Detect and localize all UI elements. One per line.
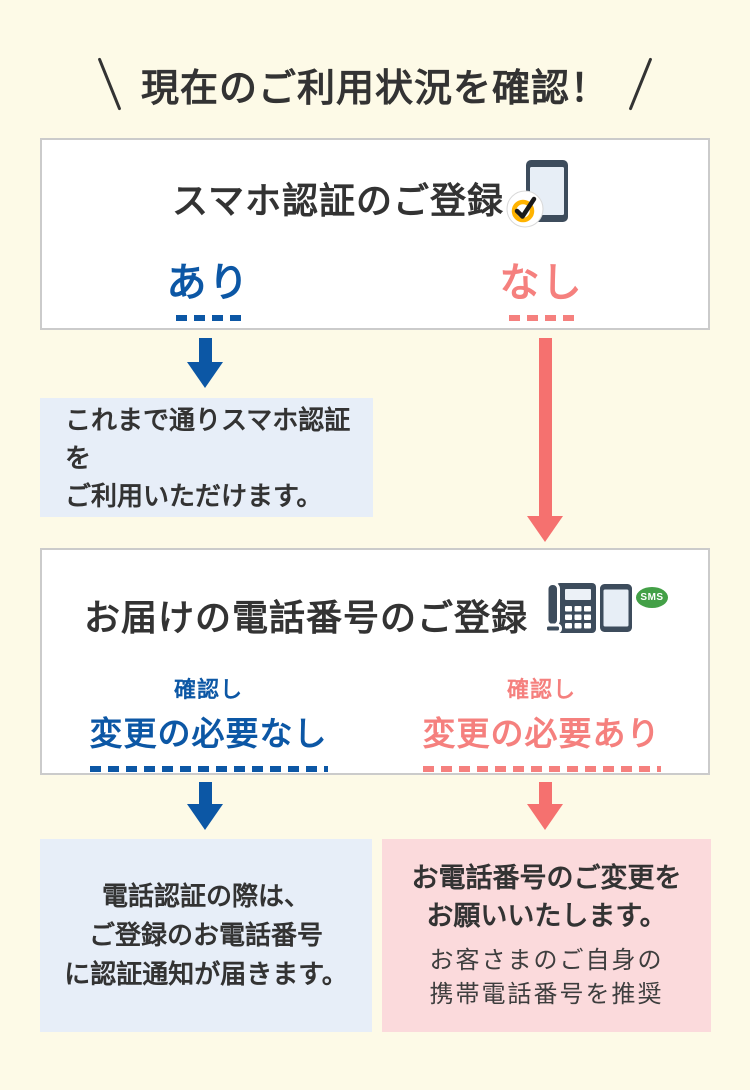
option-change-needed: 確認し 変更の必要あり bbox=[375, 672, 708, 772]
option-change-underline bbox=[422, 766, 661, 772]
smartphone-auth-registration-box: スマホ認証のご登録 あり なし bbox=[40, 138, 710, 330]
result-keep-line2: ご利用いただけます。 bbox=[65, 480, 323, 511]
option-registered-label: あり bbox=[166, 261, 251, 305]
option-registered-underline bbox=[175, 315, 242, 321]
option-change-main: 変更の必要あり bbox=[422, 715, 661, 752]
page-title: 現在のご利用状況を確認！ bbox=[140, 67, 609, 110]
phone-icons-group: SMS bbox=[544, 581, 668, 635]
box2-options: 確認し 変更の必要なし 確認し 変更の必要あり bbox=[42, 672, 708, 772]
option-no-change-top: 確認し bbox=[173, 677, 243, 702]
result-phone-auth-notice: 電話認証の際は、 ご登録のお電話番号 に認証通知が届きます。 bbox=[40, 839, 372, 1032]
arrow-down-blue-registered bbox=[187, 338, 223, 388]
sms-badge: SMS bbox=[636, 587, 668, 608]
result-phone-line3: に認証通知が届きます。 bbox=[64, 959, 348, 989]
box1-options: あり なし bbox=[42, 250, 708, 321]
landline-phone-icon bbox=[544, 582, 596, 634]
box1-header: スマホ認証のご登録 bbox=[42, 160, 708, 228]
arrow-down-blue-no-change bbox=[187, 782, 223, 830]
emphasis-slash-icon bbox=[628, 57, 653, 111]
option-not-registered-underline bbox=[508, 315, 575, 321]
arrow-down-pink-change bbox=[527, 782, 563, 830]
option-registered: あり bbox=[42, 250, 375, 321]
option-not-registered: なし bbox=[375, 250, 708, 321]
option-not-registered-label: なし bbox=[499, 261, 584, 305]
result-change-bold1: お電話番号のご変更を bbox=[411, 863, 682, 893]
option-no-change-main: 変更の必要なし bbox=[89, 715, 328, 752]
option-no-change-needed: 確認し 変更の必要なし bbox=[42, 672, 375, 772]
option-no-change-underline bbox=[89, 766, 328, 772]
box1-heading: スマホ認証のご登録 bbox=[172, 180, 504, 221]
result-change-phone-request: お電話番号のご変更を お願いいたします。 お客さまのご自身の 携帯電話番号を推奨 bbox=[382, 839, 711, 1032]
box2-header: お届けの電話番号のご登録 bbox=[42, 581, 708, 641]
result-change-bold2: お願いいたします。 bbox=[426, 901, 667, 931]
option-change-top: 確認し bbox=[506, 677, 576, 702]
result-keep-line1: これまで通りスマホ認証を bbox=[65, 404, 351, 473]
emphasis-backslash-icon bbox=[97, 57, 122, 111]
result-keep-smartphone-auth: これまで通りスマホ認証を ご利用いただけます。 bbox=[40, 398, 373, 517]
result-change-sub2: 携帯電話番号を推奨 bbox=[429, 981, 664, 1008]
smartphone-icon bbox=[600, 584, 632, 632]
arrow-down-pink-not-registered bbox=[527, 338, 563, 542]
box2-heading: お届けの電話番号のご登録 bbox=[83, 597, 528, 638]
result-change-sub-block: お客さまのご自身の 携帯電話番号を推奨 bbox=[430, 944, 664, 1012]
result-change-sub1: お客さまのご自身の bbox=[429, 947, 664, 974]
smartphone-check-icon bbox=[506, 160, 568, 228]
result-phone-line2: ご登録のお電話番号 bbox=[88, 920, 323, 950]
page-title-row: 現在のご利用状況を確認！ bbox=[0, 56, 750, 112]
vip-check-badge-icon bbox=[506, 190, 544, 228]
phone-number-registration-box: お届けの電話番号のご登録 bbox=[40, 548, 710, 775]
result-phone-line1: 電話認証の際は、 bbox=[101, 881, 310, 911]
